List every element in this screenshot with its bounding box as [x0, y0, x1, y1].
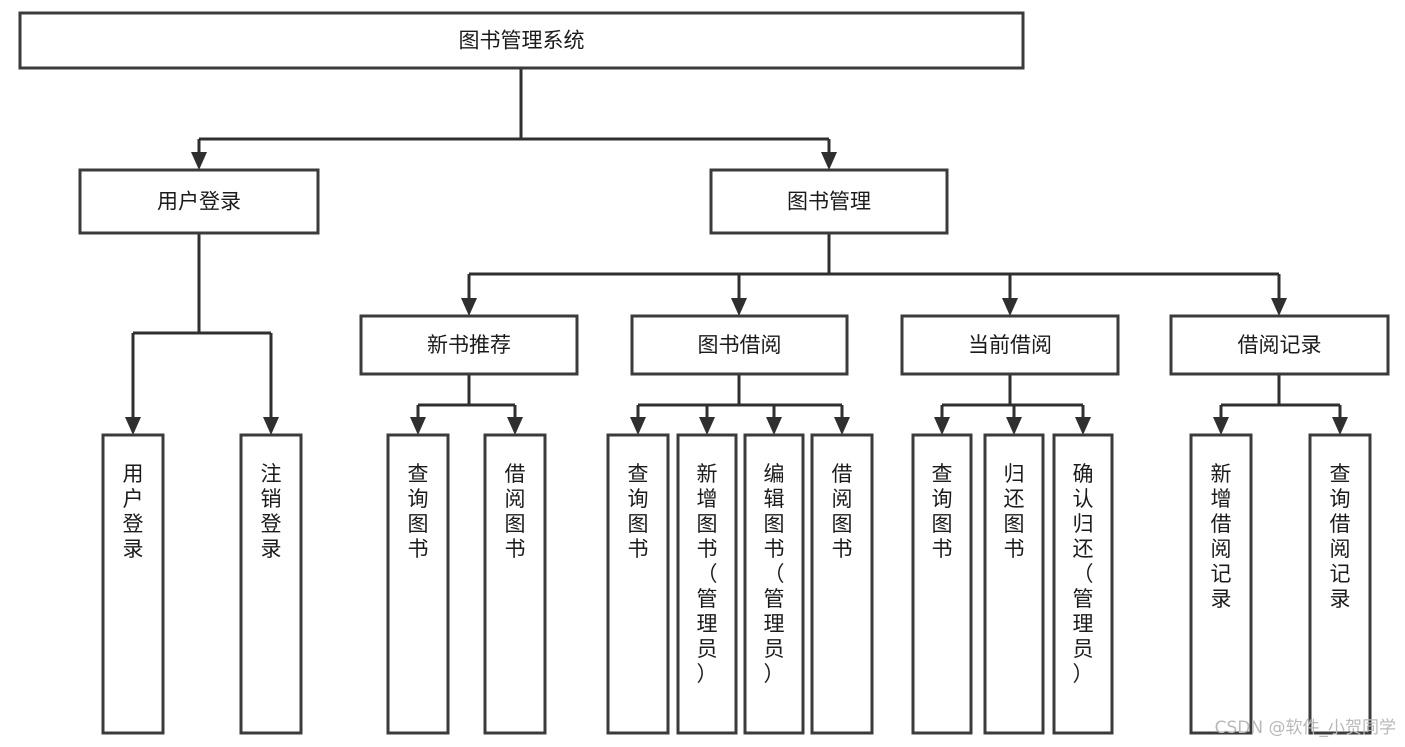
book-management-box[interactable] — [709, 168, 949, 235]
leaf-node[interactable]: 查询借阅记录 — [1308, 433, 1372, 735]
leaf-node[interactable]: 归还图书 — [983, 433, 1045, 735]
leaf-user-login-box[interactable] — [101, 433, 165, 735]
leaf-add-record-box[interactable] — [1189, 433, 1253, 735]
leaf-node[interactable]: 新增图书（管理员） — [676, 433, 738, 735]
leaf-query-record-box[interactable] — [1308, 433, 1372, 735]
node-layer: 图书管理系统用户登录图书管理新书推荐图书借阅当前借阅借阅记录用户登录注销登录查询… — [18, 11, 1390, 735]
leaf-confirm-return-box[interactable] — [1052, 433, 1114, 735]
leaf-query-book-2-label: 查询图书 — [628, 462, 649, 561]
book-borrow-box[interactable] — [630, 314, 849, 376]
edge-root-split — [191, 68, 837, 170]
current-borrow-box[interactable] — [900, 314, 1120, 376]
leaf-node[interactable]: 借阅图书 — [483, 433, 547, 735]
leaf-node[interactable]: 编辑图书（管理员） — [743, 433, 805, 735]
leaf-node[interactable]: 用户登录 — [101, 433, 165, 735]
connector-layer — [125, 68, 1348, 435]
level3-node[interactable]: 当前借阅 — [900, 314, 1120, 376]
borrow-record-box[interactable] — [1169, 314, 1390, 376]
leaf-user-logout-box[interactable] — [239, 433, 303, 735]
leaf-user-login-label: 用户登录 — [123, 462, 144, 561]
user-login-box[interactable] — [78, 168, 320, 235]
leaf-query-book-3-box[interactable] — [911, 433, 973, 735]
leaf-edit-book-label: 编辑图书（管理员） — [764, 462, 785, 686]
leaf-add-record-label: 新增借阅记录 — [1211, 462, 1232, 611]
new-book-recommend-label: 新书推荐 — [427, 333, 511, 357]
level2-node[interactable]: 用户登录 — [78, 168, 320, 235]
leaf-return-book-label: 归还图书 — [1004, 462, 1025, 561]
root-node[interactable]: 图书管理系统 — [18, 11, 1025, 70]
leaf-borrow-book-1-box[interactable] — [483, 433, 547, 735]
leaf-query-book-2-box[interactable] — [606, 433, 670, 735]
level3-node[interactable]: 借阅记录 — [1169, 314, 1390, 376]
root-box[interactable] — [18, 11, 1025, 70]
book-borrow-label: 图书借阅 — [698, 333, 782, 357]
edge-current-borrow-split — [934, 374, 1091, 435]
book-management-label: 图书管理 — [787, 190, 871, 214]
leaf-query-book-3-label: 查询图书 — [932, 462, 953, 561]
leaf-node[interactable]: 注销登录 — [239, 433, 303, 735]
leaf-node[interactable]: 新增借阅记录 — [1189, 433, 1253, 735]
leaf-node[interactable]: 查询图书 — [386, 433, 450, 735]
leaf-edit-book-box[interactable] — [743, 433, 805, 735]
csdn-watermark: CSDN @软件_小贺同学 — [1215, 718, 1396, 738]
leaf-node[interactable]: 查询图书 — [911, 433, 973, 735]
new-book-recommend-box[interactable] — [359, 314, 579, 376]
edge-borrow-record-split — [1213, 374, 1348, 435]
edge-new-book-split — [410, 374, 523, 435]
leaf-return-book-box[interactable] — [983, 433, 1045, 735]
root-label: 图书管理系统 — [459, 29, 585, 53]
leaf-node[interactable]: 借阅图书 — [810, 433, 874, 735]
leaf-borrow-book-2-box[interactable] — [810, 433, 874, 735]
leaf-query-book-1-box[interactable] — [386, 433, 450, 735]
edge-book-borrow-split — [630, 374, 850, 435]
leaf-user-logout-label: 注销登录 — [261, 462, 282, 561]
leaf-confirm-return-label: 确认归还（管理员） — [1073, 462, 1094, 686]
user-login-label: 用户登录 — [157, 190, 241, 214]
leaf-add-book-box[interactable] — [676, 433, 738, 735]
leaf-borrow-book-1-label: 借阅图书 — [505, 462, 526, 561]
current-borrow-label: 当前借阅 — [968, 333, 1052, 357]
edge-book-management-split — [461, 233, 1287, 316]
borrow-record-label: 借阅记录 — [1238, 333, 1322, 357]
leaf-node[interactable]: 确认归还（管理员） — [1052, 433, 1114, 735]
leaf-query-record-label: 查询借阅记录 — [1330, 462, 1351, 611]
leaf-node[interactable]: 查询图书 — [606, 433, 670, 735]
level3-node[interactable]: 新书推荐 — [359, 314, 579, 376]
leaf-add-book-label: 新增图书（管理员） — [697, 462, 718, 686]
level3-node[interactable]: 图书借阅 — [630, 314, 849, 376]
edge-user-login-split — [125, 233, 279, 435]
leaf-query-book-1-label: 查询图书 — [408, 462, 429, 561]
leaf-borrow-book-2-label: 借阅图书 — [832, 462, 853, 561]
level2-node[interactable]: 图书管理 — [709, 168, 949, 235]
